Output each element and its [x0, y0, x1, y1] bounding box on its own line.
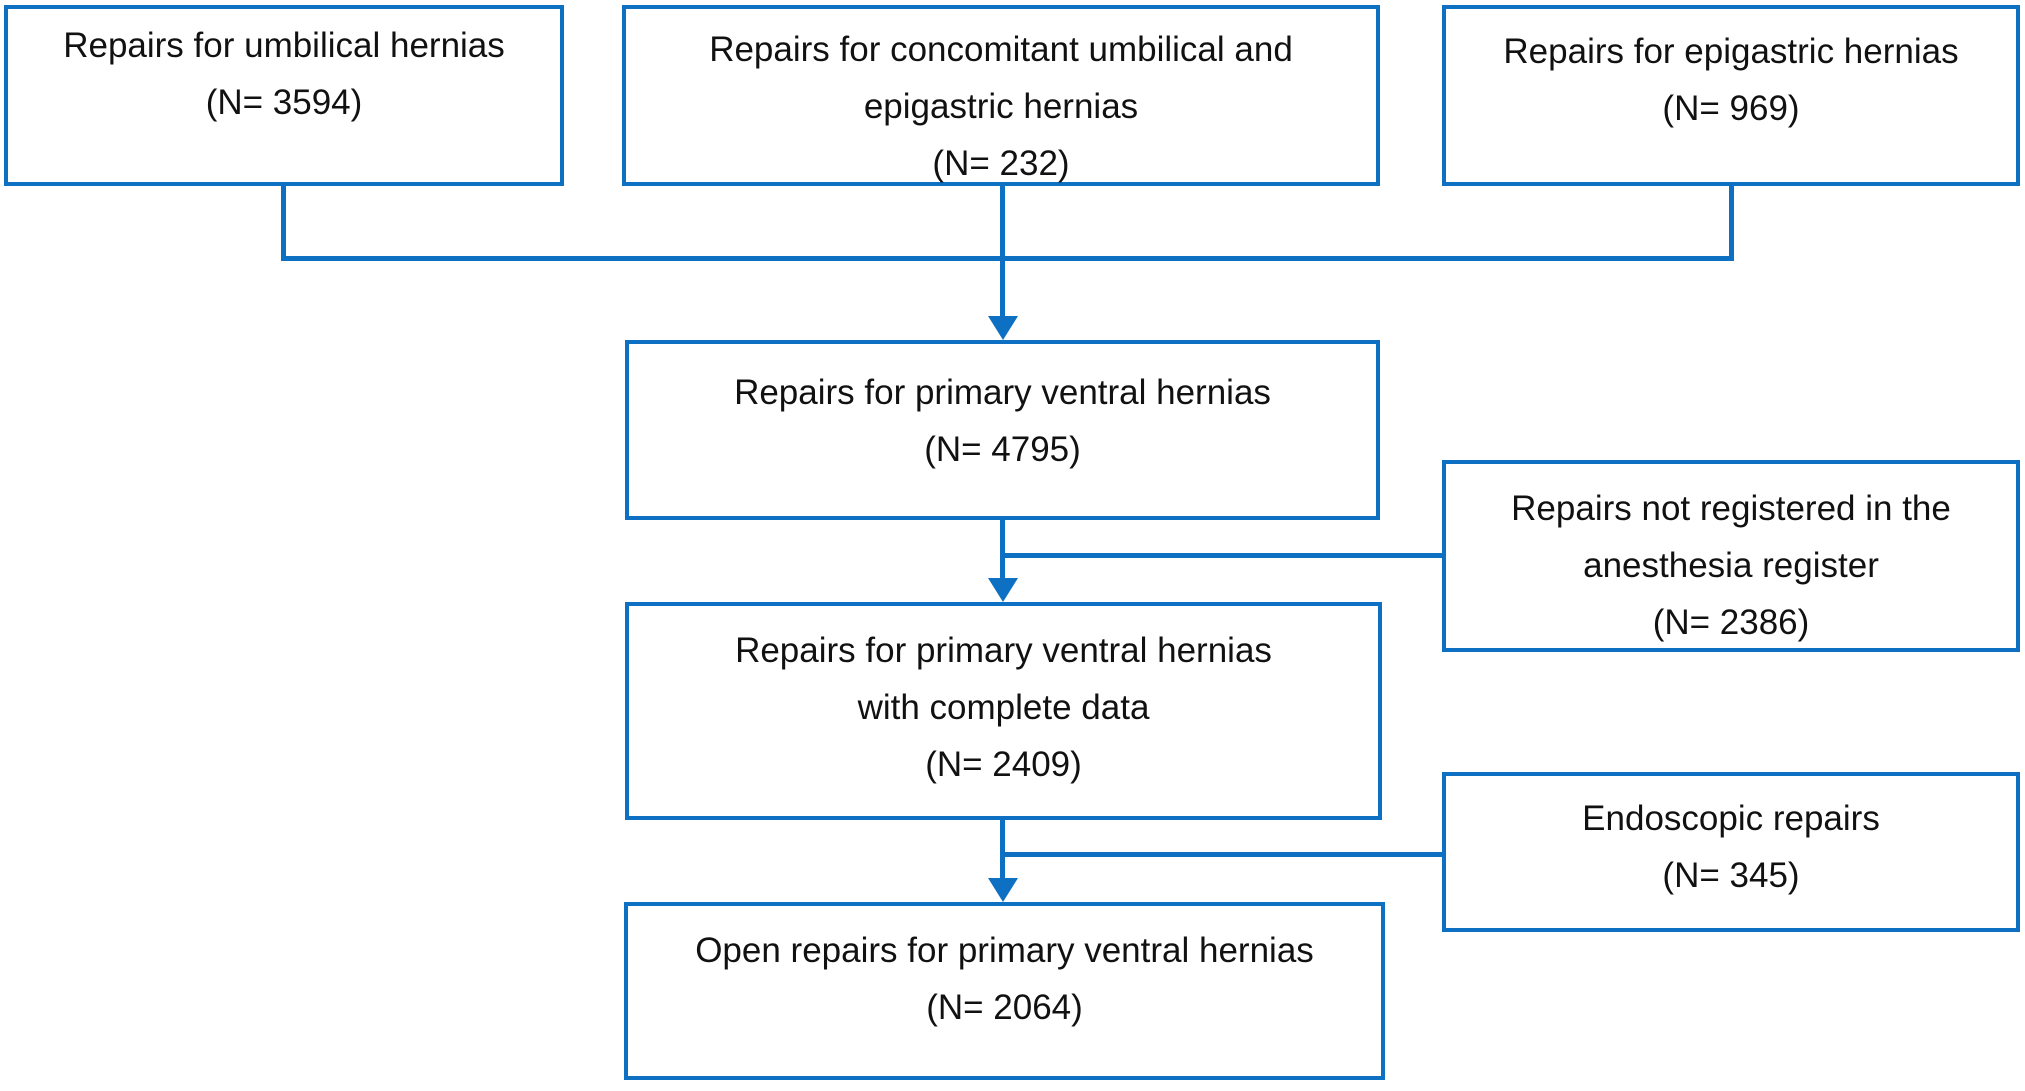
node-label: epigastric hernias	[863, 87, 1139, 126]
node-umbilical-repairs: Repairs for umbilical hernias (N= 3594)	[4, 5, 564, 186]
node-label: Open repairs for primary ventral hernias	[695, 931, 1314, 970]
connector-branch-not-registered	[1000, 553, 1442, 558]
arrowhead-to-primary-ventral	[988, 316, 1018, 340]
connector-merge-horizontal	[281, 256, 1734, 261]
node-count: (N= 345)	[1662, 856, 1800, 895]
node-label: Repairs for primary ventral hernias	[735, 631, 1272, 670]
connector-complete-data-down	[1000, 818, 1005, 880]
node-label: Repairs not registered in the	[1511, 489, 1951, 528]
node-complete-data-repairs: Repairs for primary ventral hernias with…	[625, 602, 1382, 820]
node-concomitant-repairs: Repairs for concomitant umbilical and ep…	[622, 5, 1380, 186]
node-label: Endoscopic repairs	[1582, 799, 1880, 838]
node-count: (N= 969)	[1662, 89, 1800, 128]
arrowhead-to-open-repairs	[988, 878, 1018, 902]
node-label: anesthesia register	[1583, 546, 1879, 585]
node-count: (N= 2409)	[925, 745, 1082, 784]
connector-epigastric-down	[1729, 184, 1734, 261]
node-label: Repairs for primary ventral hernias	[734, 373, 1271, 412]
node-count: (N= 232)	[932, 144, 1070, 183]
node-open-primary-ventral-repairs: Open repairs for primary ventral hernias…	[624, 902, 1385, 1080]
node-count: (N= 2064)	[926, 988, 1083, 1027]
node-label: Repairs for concomitant umbilical and	[709, 30, 1293, 69]
connector-primary-down	[1000, 518, 1005, 580]
connector-concomitant-down	[1000, 184, 1005, 318]
connector-branch-endoscopic	[1000, 852, 1442, 857]
node-count: (N= 3594)	[205, 83, 363, 122]
node-endoscopic-repairs: Endoscopic repairs (N= 345)	[1442, 772, 2020, 932]
node-epigastric-repairs: Repairs for epigastric hernias (N= 969)	[1442, 5, 2020, 186]
node-label: with complete data	[857, 688, 1150, 727]
node-primary-ventral-repairs: Repairs for primary ventral hernias (N= …	[625, 340, 1380, 520]
node-count: (N= 2386)	[1652, 603, 1810, 642]
node-count: (N= 4795)	[924, 430, 1081, 469]
node-label: Repairs for umbilical hernias	[63, 26, 505, 65]
arrowhead-to-complete-data	[988, 578, 1018, 602]
node-not-registered-anesthesia: Repairs not registered in the anesthesia…	[1442, 460, 2020, 652]
connector-umbilical-down	[281, 184, 286, 261]
node-label: Repairs for epigastric hernias	[1503, 32, 1959, 71]
